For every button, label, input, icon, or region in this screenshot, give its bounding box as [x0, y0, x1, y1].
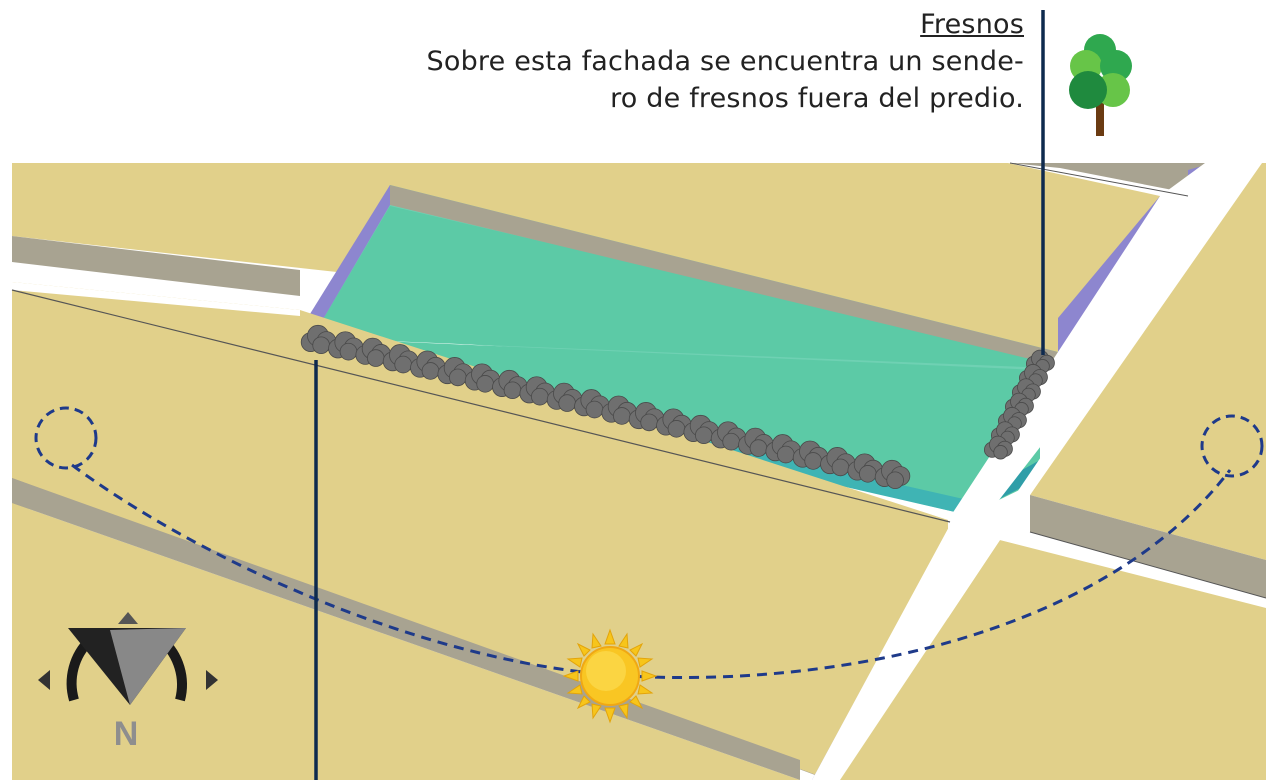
fresno-tree [765, 434, 801, 464]
fresno-tree [328, 331, 364, 361]
fresno-tree [382, 344, 419, 374]
annotation-line-1: Sobre esta fachada se encuentra un sende… [426, 46, 1024, 77]
sun-path-circle-east [34, 406, 98, 470]
fresno-tree [628, 402, 665, 432]
sun-path-circle-west [1200, 414, 1264, 478]
fresno-tree [983, 435, 1013, 460]
annotation-caption: Fresnos Sobre esta fachada se encuentra … [427, 6, 1024, 117]
roads [11, 162, 1266, 780]
sun-icon [562, 628, 658, 724]
fresno-tree [300, 324, 337, 355]
compass-rose-icon: N [38, 612, 218, 753]
fresno-tree [710, 421, 747, 451]
ground-block-bottom-right [840, 540, 1266, 780]
fresno-tree [874, 459, 911, 490]
annotation-line-2: ro de fresnos fuera del predio. [610, 83, 1024, 114]
annotation-title: Fresnos [920, 9, 1024, 40]
fresno-tree [355, 337, 391, 367]
fresno-tree [820, 447, 856, 477]
fresno-tree [464, 363, 501, 393]
fresno-tree [437, 357, 473, 387]
fresno-tree [683, 414, 719, 445]
compass-north-label: N [114, 715, 139, 753]
tree-icon [1069, 34, 1132, 136]
